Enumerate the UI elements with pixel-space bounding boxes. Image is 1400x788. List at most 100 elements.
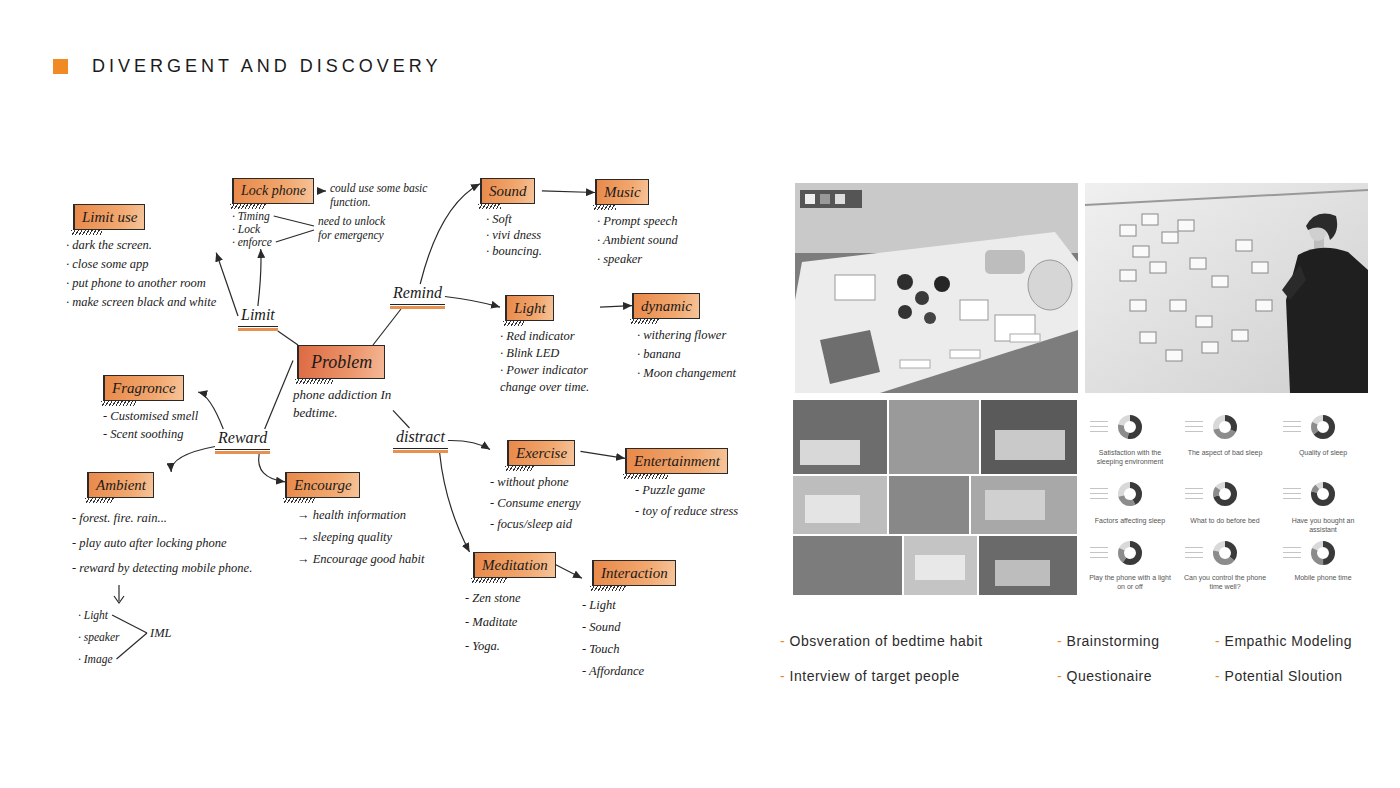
list-item: - focus/sleep aid — [490, 514, 581, 535]
bedroom-collage-part — [902, 535, 904, 595]
mind-map-node: Encourge→ health information→ sleeping q… — [285, 472, 424, 570]
bedroom-collage-part — [793, 475, 888, 535]
connector — [600, 306, 632, 308]
chart-caption: Can you control the phone time well? — [1180, 574, 1270, 592]
mind-map-node: Lock phone· Timing· Lock· enforce — [232, 178, 314, 249]
node-heading: Fragronce — [103, 375, 184, 401]
method-item: - Interview of target people — [780, 668, 960, 684]
list-item: · put phone to another room — [66, 274, 216, 293]
list-item: - Scent soothing — [103, 425, 198, 443]
connector — [393, 410, 409, 428]
node-heading: Limit use — [73, 204, 145, 230]
list-item: · close some app — [66, 255, 216, 274]
donut-charts-part-part — [1216, 544, 1234, 562]
list-item: · Prompt speech — [597, 212, 678, 231]
list-item: - Consume energy — [490, 493, 581, 514]
mind-map-node: Ambient- forest. fire. rain...- play aut… — [72, 472, 252, 581]
whiteboard-photo-part — [1306, 214, 1337, 240]
connector — [216, 253, 238, 316]
workshop-photo-part — [924, 312, 936, 324]
donut-charts-part-part — [1283, 547, 1301, 548]
node-heading: Exercise — [507, 440, 575, 466]
bedroom-collage-part — [800, 440, 860, 465]
donut-charts-part — [1090, 544, 1139, 562]
mind-map-node: Light· Red indicator· Blink LED· Power i… — [500, 295, 600, 396]
down-arrow-part — [118, 585, 119, 601]
whiteboard-photo-part — [1190, 258, 1206, 269]
method-item: - Potential Sloution — [1215, 668, 1343, 684]
bedroom-collage-part — [980, 400, 1077, 475]
bedroom-collage-part — [915, 555, 965, 580]
mind-map-node: Sound· Soft· vivi dness· bouncing. — [480, 178, 542, 259]
whiteboard-photo-part — [1170, 300, 1186, 311]
branch-label: Limit — [238, 306, 278, 331]
mind-map-node: Music· Prompt speech· Ambient sound· spe… — [595, 179, 678, 269]
leader-line — [112, 615, 147, 633]
annotation: · Light — [78, 608, 108, 622]
workshop-photo-part — [800, 190, 862, 208]
connector — [581, 451, 626, 458]
bedroom-collage-part — [978, 535, 1077, 595]
donut-charts-part — [1185, 418, 1234, 436]
donut-charts-part-part — [1216, 485, 1234, 503]
workshop-photo — [795, 183, 1078, 393]
annotation: · Image — [78, 652, 113, 666]
donut-charts-part-part — [1185, 557, 1203, 558]
donut-charts-part — [1185, 485, 1234, 503]
whiteboard-photo-part — [1252, 262, 1268, 273]
donut-charts-part-part — [1283, 421, 1301, 422]
donut-charts-part-part — [1090, 557, 1108, 558]
donut-charts-part-part — [1314, 544, 1332, 562]
node-body: phone addiction In bedtime. — [293, 386, 393, 422]
list-item: → health information — [297, 504, 424, 526]
mind-map-node: Problemphone addiction In bedtime. — [293, 345, 393, 422]
method-item: - Obsveration of bedtime habit — [780, 633, 983, 649]
branch-label: distract — [393, 428, 448, 453]
mind-map-node: Remind — [390, 284, 445, 309]
donut-charts-part-part — [1314, 418, 1332, 436]
whiteboard-photo-part — [1085, 190, 1368, 205]
leader-line — [274, 216, 314, 226]
mind-map-node: Limit use· dark the screen.· close some … — [66, 204, 216, 312]
list-item: · vivi dness — [486, 227, 542, 243]
whiteboard-photo-part — [1236, 240, 1252, 251]
node-heading: Encourge — [285, 472, 360, 498]
workshop-photo-part — [897, 274, 913, 290]
page-title: DIVERGENT AND DISCOVERY — [92, 56, 441, 77]
list-item: · enforce — [232, 236, 314, 249]
donut-charts-part-part — [1314, 485, 1332, 503]
donut-charts-part-part — [1216, 544, 1234, 562]
donut-charts-part-part — [1090, 488, 1108, 489]
bedroom-collage-part — [805, 495, 860, 523]
chart-caption: The aspect of bad sleep — [1180, 449, 1270, 458]
branch-label: Remind — [390, 284, 445, 309]
list-item: - without phone — [490, 472, 581, 493]
list-item: phone addiction In bedtime. — [293, 386, 393, 422]
donut-charts-part — [1283, 485, 1332, 503]
whiteboard-photo-part — [1120, 270, 1136, 281]
list-item: · bouncing. — [486, 243, 542, 259]
donut-charts-part-part — [1314, 544, 1332, 562]
title-square — [53, 59, 68, 74]
donut-charts — [1090, 418, 1332, 562]
donut-charts-part-part — [1314, 485, 1332, 503]
chart-caption: Quality of sleep — [1278, 449, 1368, 458]
list-item: · Soft — [486, 211, 542, 227]
mind-map-node: distract — [393, 428, 448, 453]
bedroom-collage-part — [793, 535, 903, 595]
bedroom-collage-part — [888, 475, 970, 535]
list-item: · speaker — [597, 250, 678, 269]
node-heading: Music — [595, 179, 649, 205]
list-item: · Lock — [232, 223, 314, 236]
title-square-part — [53, 59, 68, 74]
bedroom-collage-part — [970, 475, 1077, 535]
list-item: - Puzzle game — [635, 480, 738, 501]
donut-charts-part-part — [1314, 418, 1332, 436]
workshop-photo-part — [795, 232, 1078, 393]
connector — [373, 309, 401, 345]
chart-caption: Factors affecting sleep — [1085, 517, 1175, 526]
down-arrow — [114, 585, 124, 603]
donut-charts-part-part — [1090, 431, 1108, 432]
mind-map-node: Interaction- Light- Sound- Touch- Afford… — [582, 560, 676, 682]
